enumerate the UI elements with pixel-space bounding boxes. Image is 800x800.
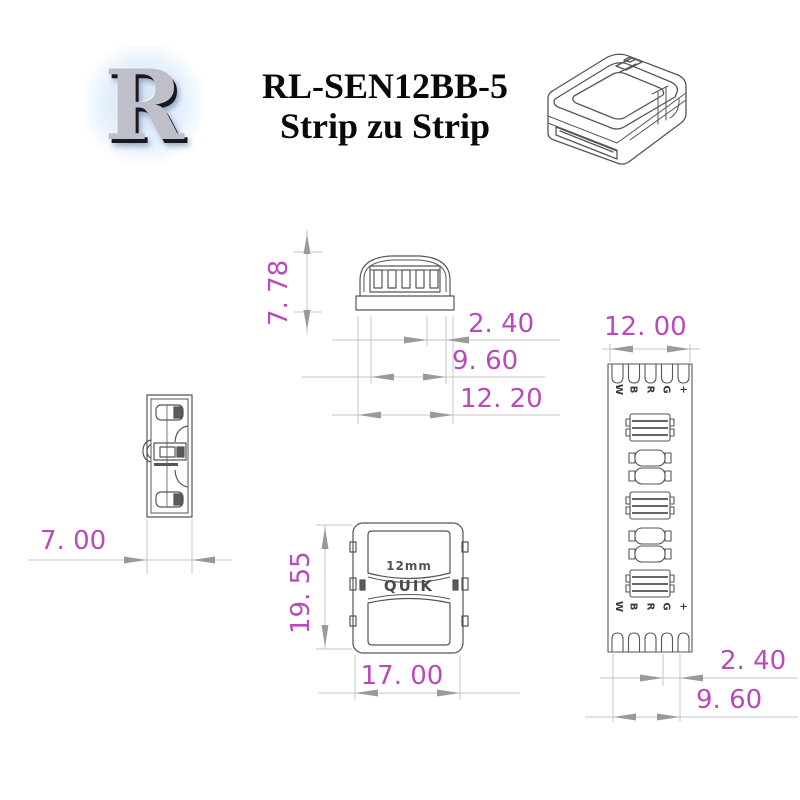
led-package [625, 569, 675, 598]
pad-label: B [627, 385, 639, 394]
dim-front-height: 19. 55 [286, 551, 316, 634]
brand-logo: R [84, 46, 204, 166]
led-strip-view [607, 363, 693, 653]
dim-dome-pad-offset: 2. 40 [468, 309, 535, 339]
embossed-brand-text: QUIK [383, 577, 435, 595]
pad-label: W [613, 600, 625, 613]
pad-label: G [660, 602, 672, 611]
led-package [625, 413, 675, 442]
title-block: RL-SEN12BB-5 Strip zu Strip [225, 66, 545, 146]
embossed-size-text: 12mm [386, 559, 432, 573]
pad-label: W [613, 383, 625, 396]
page-subtitle: Strip zu Strip [279, 106, 491, 146]
resistor [628, 527, 672, 545]
dim-strip-pad-span: 9. 60 [696, 685, 763, 715]
dim-dome-pad-span: 9. 60 [452, 346, 519, 376]
connector-3d-sketch [547, 53, 687, 165]
brand-logo-letter: R [104, 49, 184, 162]
pad-label: + [677, 385, 689, 394]
pad-label: R [644, 385, 656, 394]
dim-strip-pad-offset: 2. 40 [720, 646, 787, 676]
pad-label: + [677, 602, 689, 611]
resistor [628, 467, 672, 485]
resistor [628, 545, 672, 563]
page-title: RL-SEN12BB-5 [261, 66, 509, 106]
connector-side-view [142, 394, 193, 518]
pad-label: G [660, 385, 672, 394]
led-package [625, 491, 675, 520]
dim-side-width: 7. 00 [40, 526, 107, 556]
dim-strip-width: 12. 00 [604, 312, 687, 342]
pad-label: R [644, 602, 656, 611]
connector-top-view [349, 522, 469, 654]
pad-label: B [627, 602, 639, 611]
dim-dome-height: 7. 78 [264, 259, 294, 326]
dim-dome-base-width: 12. 20 [460, 384, 543, 414]
connector-dome-section-view [355, 255, 455, 311]
dim-front-width: 17. 00 [360, 661, 444, 691]
dimension-arrows [124, 234, 703, 721]
resistor [628, 449, 672, 467]
